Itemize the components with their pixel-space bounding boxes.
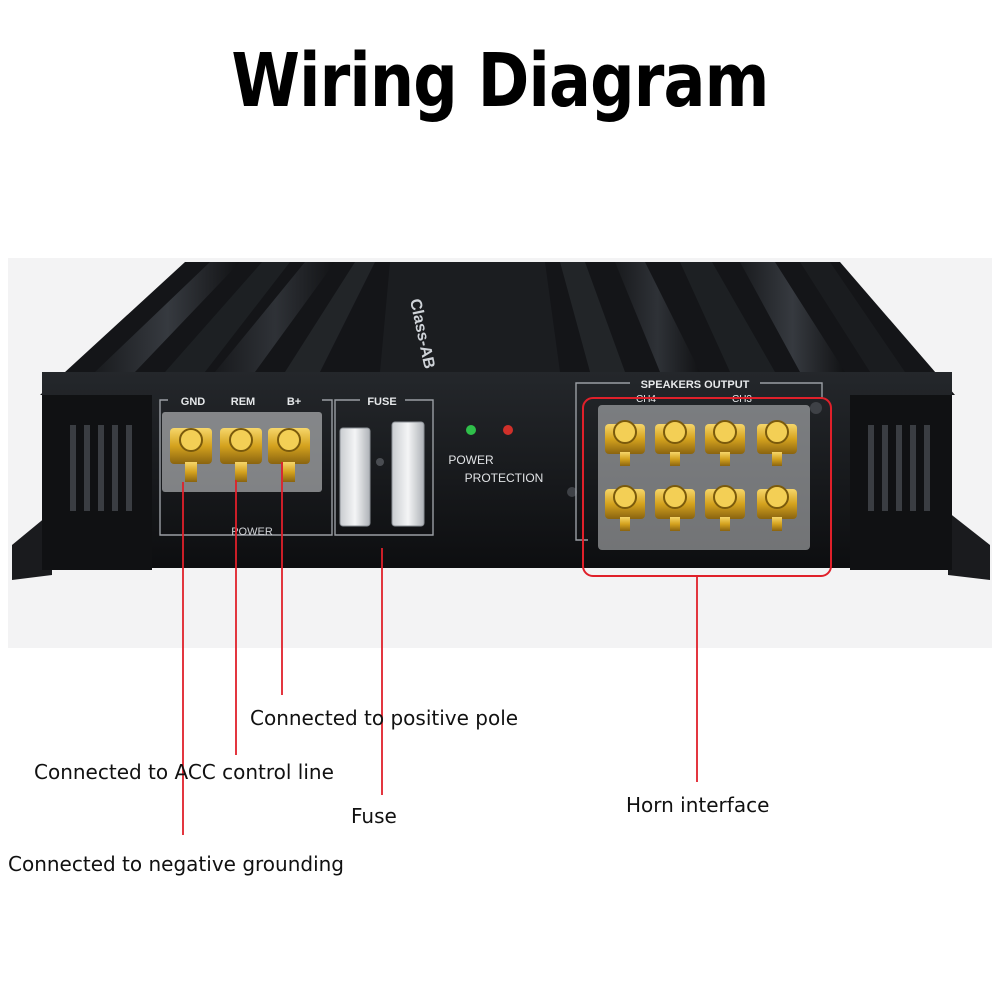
callout-lines <box>182 462 698 835</box>
acc-control-label: Connected to ACC control line <box>34 760 334 784</box>
speaker-terminal-screw <box>757 420 797 466</box>
fuse-group: FUSE <box>334 396 434 536</box>
status-leds: POWER PROTECTION <box>448 425 577 497</box>
speaker-terminal-screw <box>705 420 745 466</box>
right-flange <box>948 512 990 580</box>
horn-interface-label: Horn interface <box>626 793 770 817</box>
speaker-terminal-screw <box>705 485 745 531</box>
fuse-label: Fuse <box>351 804 397 828</box>
terminal-screw-rem <box>220 428 262 482</box>
channel-label-ch4: CH4 <box>636 394 656 405</box>
speaker-terminal-screw <box>605 485 645 531</box>
fuse-left <box>339 427 371 527</box>
diagram-title: Wiring Diagram <box>231 38 769 124</box>
terminal-label-bplus: B+ <box>287 396 301 408</box>
speakers-output-label: SPEAKERS OUTPUT <box>641 379 750 391</box>
terminal-label-rem: REM <box>231 396 255 408</box>
horn-interface-highlight <box>582 397 832 577</box>
terminal-screw-gnd <box>170 428 212 482</box>
speaker-terminal-screw <box>605 420 645 466</box>
power-led <box>466 425 476 435</box>
terminal-label-gnd: GND <box>181 396 206 408</box>
terminal-screw-bplus <box>268 428 310 482</box>
protection-led <box>503 425 513 435</box>
left-end-cap <box>42 395 152 570</box>
power-group-label: POWER <box>231 526 273 538</box>
positive-pole-label: Connected to positive pole <box>250 706 519 730</box>
power-led-label: POWER <box>448 453 494 467</box>
negative-grounding-label: Connected to negative grounding <box>8 852 345 876</box>
speakers-output-group: SPEAKERS OUTPUT CH4 CH3 <box>575 379 823 550</box>
power-terminal-group: GND REM B+ POWER <box>159 396 333 538</box>
channel-label-ch3: CH3 <box>732 394 752 405</box>
speaker-terminal-screws <box>605 420 797 531</box>
protection-led-label: PROTECTION <box>465 471 544 485</box>
speaker-terminal-screw <box>757 485 797 531</box>
speaker-terminal-screw <box>655 485 695 531</box>
fuse-group-label: FUSE <box>367 396 396 408</box>
amplifier-top: Class-AB 4 Channel <box>40 262 955 450</box>
left-vent-slots <box>70 425 132 511</box>
fuse-right <box>391 421 425 527</box>
speaker-terminal-screw <box>655 420 695 466</box>
right-vent-slots <box>868 425 930 511</box>
